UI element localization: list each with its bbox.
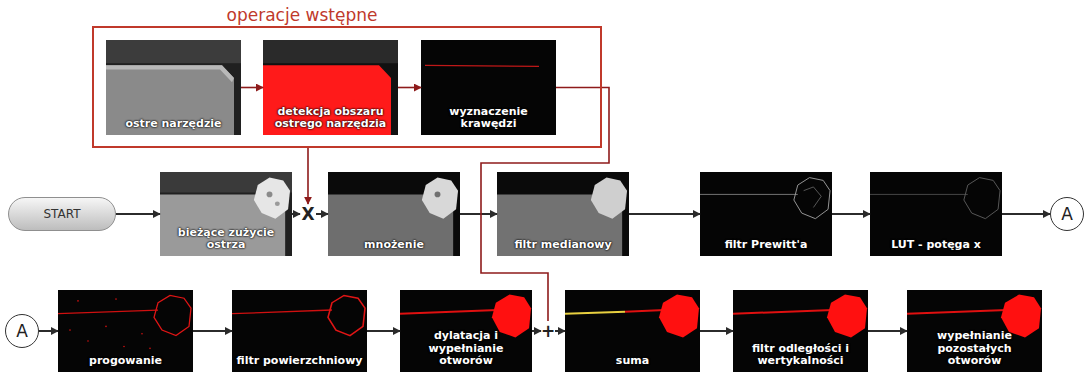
image-step: dylatacja i wypełnianie otworów [400, 290, 532, 372]
start-terminator: START [8, 197, 116, 231]
flow-arrow [555, 330, 565, 332]
image-step: mnożenie [328, 172, 460, 256]
flow-arrow [868, 330, 907, 332]
dilation-image [400, 290, 532, 372]
operator-sign: + [541, 323, 555, 340]
image-step: wypełnianie pozostałych otworów [907, 290, 1042, 372]
operator-symbol: + [541, 321, 555, 341]
flow-arrow [629, 213, 700, 215]
step-label: mnożenie [364, 239, 424, 252]
step-label: progowanie [89, 355, 162, 368]
flow-arrow [193, 330, 232, 332]
connector-circle: A [1050, 197, 1084, 231]
start-label: START [43, 207, 80, 221]
connector-circle: A [5, 314, 39, 348]
image-step: ostre narzędzie [106, 40, 241, 135]
lut-image [870, 172, 1002, 256]
tool-image [106, 40, 241, 135]
image-step: LUT - potęga x [870, 172, 1002, 256]
threshold-image [58, 290, 193, 372]
edge-image [421, 40, 556, 135]
step-label: bieżące zużycie ostrza [164, 227, 288, 252]
step-label: filtr powierzchniowy [237, 355, 363, 368]
image-step: filtr medianowy [497, 172, 629, 256]
flow-arrow [398, 87, 421, 89]
flow-arrow [307, 148, 309, 204]
image-step: bieżące zużycie ostrza [160, 172, 292, 256]
area-filter-image [232, 290, 367, 372]
worn-tool-image [160, 172, 292, 256]
step-label: suma [616, 355, 649, 368]
step-label: wypełnianie pozostałych otworów [911, 330, 1038, 368]
flow-arrow [367, 330, 400, 332]
flow-arrow [39, 330, 58, 332]
product-image [328, 172, 460, 256]
image-step: wyznaczenie krawędzi [421, 40, 556, 135]
image-step: detekcja obszaru ostrego narzędzia [263, 40, 398, 135]
flow-arrow [1002, 213, 1050, 215]
sum-image [565, 290, 700, 372]
step-label: ostre narzędzie [125, 118, 221, 131]
group-title: operacje wstępne [92, 6, 512, 25]
step-label: filtr medianowy [514, 239, 611, 252]
image-step: filtr powierzchniowy [232, 290, 367, 372]
image-step: filtr odległości i wertykalności [733, 290, 868, 372]
preprocessing-group: ostre narzędzie detekcja obszaru ostrego … [92, 6, 602, 148]
filled-image [907, 290, 1042, 372]
prewitt-image [700, 172, 832, 256]
step-label: filtr Prewitt'a [725, 239, 808, 252]
flow-arrow [832, 213, 870, 215]
step-label: detekcja obszaru ostrego narzędzia [267, 106, 394, 131]
image-step: suma [565, 290, 700, 372]
flow-arrow [700, 330, 733, 332]
operator-sign: X [301, 206, 314, 223]
step-label: wyznaczenie krawędzi [425, 106, 552, 131]
image-step: progowanie [58, 290, 193, 372]
median-image [497, 172, 629, 256]
flow-arrow [316, 213, 328, 215]
image-step: filtr Prewitt'a [700, 172, 832, 256]
step-label: dylatacja i wypełnianie otworów [404, 330, 528, 368]
region-image [263, 40, 398, 135]
step-label: LUT - potęga x [891, 239, 981, 252]
flow-arrow [241, 87, 263, 89]
distance-filter-image [733, 290, 868, 372]
operator-symbol: X [300, 204, 316, 224]
connector-letter: A [1061, 204, 1073, 224]
flow-arrow [532, 330, 541, 332]
flow-arrow [116, 213, 160, 215]
flow-arrow [460, 213, 497, 215]
connector-letter: A [16, 321, 28, 341]
step-label: filtr odległości i wertykalności [737, 343, 864, 368]
flow-arrow [292, 213, 300, 215]
